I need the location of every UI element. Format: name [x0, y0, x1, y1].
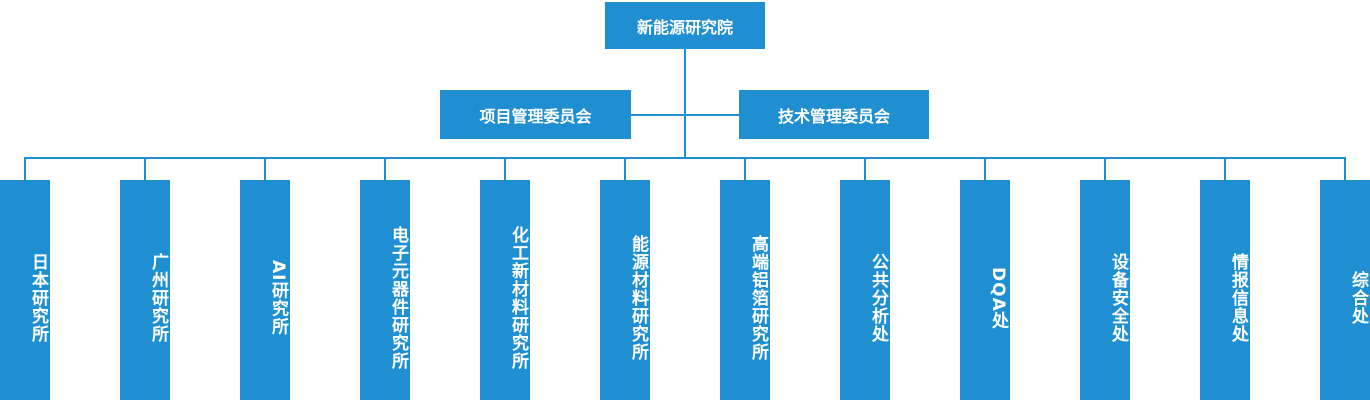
unit-drop-line — [744, 157, 746, 180]
unit-drop-line — [504, 157, 506, 180]
unit-node: 日本研究所 — [0, 180, 50, 400]
unit-drop-line — [984, 157, 986, 180]
root-connector — [684, 49, 686, 157]
unit-drop-line — [624, 157, 626, 180]
unit-node: 情报信息处 — [1200, 180, 1250, 400]
unit-node: 能源材料研究所 — [600, 180, 650, 400]
unit-drop-line — [1344, 157, 1346, 180]
unit-drop-line — [144, 157, 146, 180]
unit-drop-line — [1224, 157, 1226, 180]
unit-node: 电子元器件研究所 — [360, 180, 410, 400]
unit-node: 广州研究所 — [120, 180, 170, 400]
project-committee-node: 项目管理委员会 — [440, 90, 631, 139]
unit-drop-line — [264, 157, 266, 180]
unit-drop-line — [384, 157, 386, 180]
unit-bus-line — [24, 157, 1346, 159]
committee-connector — [631, 114, 739, 116]
unit-drop-line — [1104, 157, 1106, 180]
unit-node: 公共分析处 — [840, 180, 890, 400]
unit-drop-line — [24, 157, 26, 180]
unit-node: DQA处 — [960, 180, 1010, 400]
unit-drop-line — [864, 157, 866, 180]
tech-committee-node: 技术管理委员会 — [739, 90, 929, 139]
unit-node: 综合处 — [1320, 180, 1370, 400]
unit-node: 高端铝箔研究所 — [720, 180, 770, 400]
unit-node: AI研究所 — [240, 180, 290, 400]
unit-node: 化工新材料研究所 — [480, 180, 530, 400]
unit-node: 设备安全处 — [1080, 180, 1130, 400]
root-node: 新能源研究院 — [605, 2, 765, 49]
